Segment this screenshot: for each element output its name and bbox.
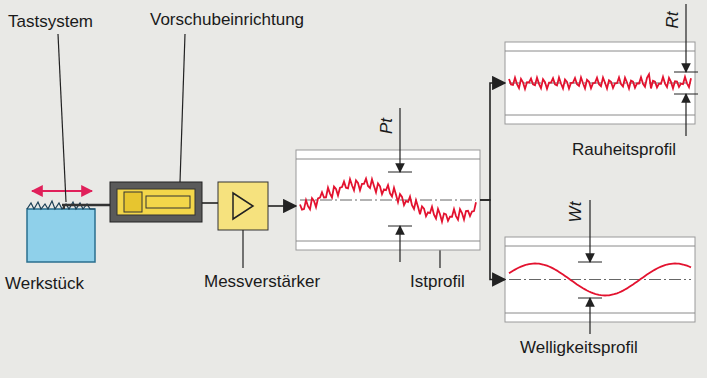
dimension-line — [589, 200, 590, 262]
feed-arrow — [32, 190, 92, 192]
actual-profile: PtIstprofil — [296, 150, 480, 250]
signal-arrow — [202, 202, 218, 204]
panel — [505, 42, 695, 124]
dimension-line — [399, 108, 400, 172]
node-label: Welligkeitsprofil — [520, 338, 638, 358]
workpiece — [27, 201, 95, 262]
profile-curve — [300, 179, 476, 222]
dimension-line — [685, 94, 686, 136]
amplifier: Messverstärker — [218, 182, 268, 230]
workpiece: Werkstück — [27, 203, 95, 262]
node-label: Rauheitsprofil — [572, 140, 676, 160]
center-line — [509, 279, 691, 280]
dimension-line — [674, 72, 698, 73]
grid-line — [505, 313, 695, 314]
panel — [296, 150, 480, 250]
dimension-line — [685, 4, 686, 72]
feed-unit — [110, 182, 202, 222]
signal-arrow — [480, 200, 505, 280]
waviness-profile: WtWelligkeitsprofil — [505, 237, 695, 322]
grid-line — [505, 246, 695, 247]
panel — [505, 237, 695, 322]
node-label: Vorschubeinrichtung — [150, 10, 304, 30]
dimension-line — [578, 298, 602, 299]
dimension-line — [674, 94, 698, 95]
profile-curve — [509, 264, 691, 296]
node-label: Istprofil — [410, 272, 465, 292]
part-label: Tastsystem — [8, 12, 93, 32]
amplifier — [218, 182, 268, 230]
dimension-line — [589, 298, 590, 334]
grid-line — [505, 115, 695, 116]
profile-curve — [509, 74, 691, 89]
dimension-symbol: Wt — [566, 202, 586, 223]
node-label: Werkstück — [5, 274, 84, 294]
dimension-line — [399, 226, 400, 262]
grid-line — [505, 51, 695, 52]
dimension-line — [388, 172, 412, 173]
signal-arrow — [480, 83, 505, 200]
grid-line — [296, 159, 480, 160]
center-line — [300, 200, 476, 201]
feed-unit: Vorschubeinrichtung — [110, 182, 202, 222]
profile-panels — [296, 4, 698, 334]
dimension-line — [578, 262, 602, 263]
roughness-profile: RtRauheitsprofil — [505, 42, 695, 124]
node-label: Messverstärker — [204, 272, 320, 292]
grid-line — [296, 241, 480, 242]
dimension-symbol: Rt — [662, 12, 682, 29]
signal-arrow — [268, 205, 296, 207]
dimension-symbol: Pt — [377, 118, 397, 134]
dimension-line — [388, 226, 412, 227]
